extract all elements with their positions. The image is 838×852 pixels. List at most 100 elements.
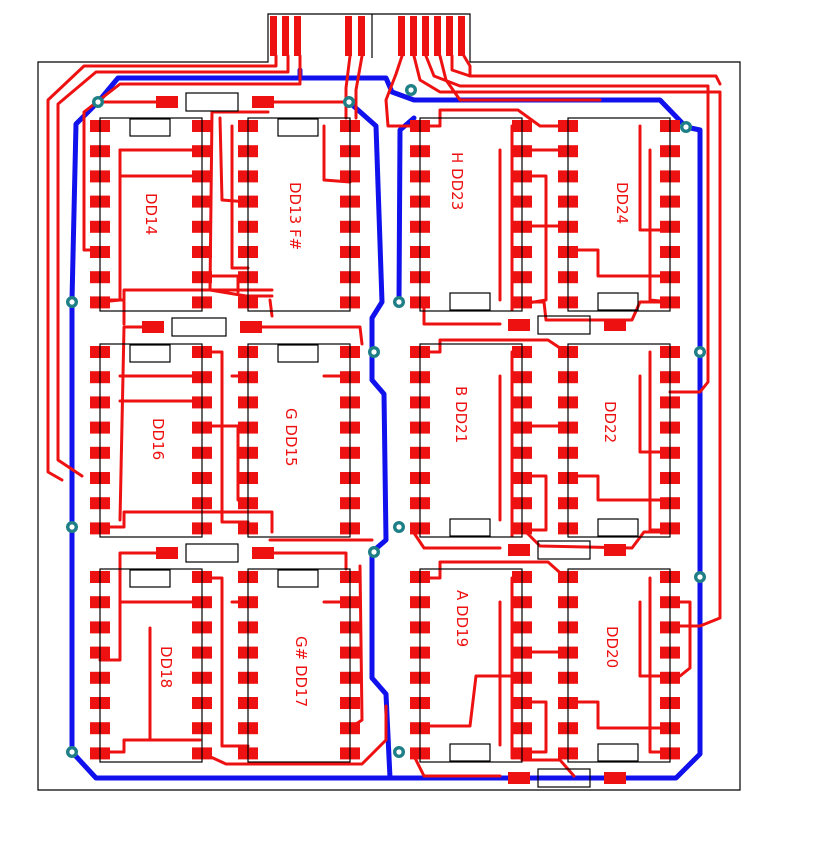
connector-finger (345, 16, 352, 56)
chip-label-dd22: DD22 (601, 401, 619, 443)
via-hole (371, 349, 377, 355)
signal-trace (638, 600, 672, 678)
ic-outline (567, 117, 671, 312)
chip-label-dd16: DD16 (149, 418, 167, 460)
ic-outline (419, 568, 523, 763)
via-hole (396, 299, 402, 305)
ic-notch (449, 518, 491, 537)
connector-finger (282, 16, 289, 56)
signal-trace (418, 338, 570, 354)
ic-notch (597, 292, 639, 311)
chip-label-dd13: DD13 F# (286, 182, 304, 250)
chip-label-dd21: B DD21 (452, 386, 470, 443)
signal-trace (98, 738, 152, 754)
ground-trace (396, 115, 417, 305)
chip-label-dd15: G DD15 (282, 408, 300, 467)
ground-trace (95, 75, 689, 130)
signal-trace (268, 298, 274, 318)
ic-outline (99, 343, 203, 538)
signal-trace (46, 54, 278, 482)
vias (66, 84, 706, 758)
ic-notch (277, 569, 319, 588)
signal-trace (418, 560, 570, 580)
resistor-pad (252, 547, 274, 559)
signal-trace (354, 54, 364, 120)
ic-outline (247, 343, 351, 538)
signal-trace (118, 325, 144, 522)
ic-outline (567, 568, 671, 763)
connector-finger (422, 16, 429, 56)
via-hole (683, 124, 689, 130)
ic-notch (129, 118, 171, 137)
connector-finger (398, 16, 405, 56)
chip-label-dd24: DD24 (613, 182, 631, 224)
signal-trace (410, 528, 502, 550)
signal-trace (566, 474, 672, 502)
via-hole (396, 749, 402, 755)
connector-finger (270, 16, 277, 56)
ic-notch (597, 518, 639, 537)
ic-outline (567, 343, 671, 538)
signal-trace (344, 54, 352, 120)
signal-trace (566, 700, 672, 730)
ground-traces (69, 67, 703, 781)
ic-notch (597, 743, 639, 762)
signal-trace (520, 174, 548, 306)
signal-trace (520, 758, 576, 778)
signal-trace (418, 674, 522, 728)
connector-finger (294, 16, 301, 56)
via-hole (697, 349, 703, 355)
signal-trace (424, 54, 710, 394)
resistor-pad (156, 547, 178, 559)
ic-notch (277, 344, 319, 363)
ic-outline (99, 117, 203, 312)
via-hole (396, 524, 402, 530)
signal-trace (450, 54, 722, 86)
via-hole (346, 99, 352, 105)
resistor-pad (508, 544, 530, 556)
signal-trace (412, 54, 722, 628)
signal-trace (56, 54, 290, 478)
connector-finger (358, 16, 365, 56)
signal-trace (522, 528, 672, 550)
signal-trace (418, 108, 570, 128)
signal-trace (668, 600, 692, 678)
ic-notch (129, 344, 171, 363)
signal-trace (100, 288, 274, 302)
signal-trace (198, 704, 388, 766)
chip-labels: DD14 DD13 F# H DD23 DD24 DD16 G DD15 B D… (142, 152, 631, 707)
resistor-pad (604, 544, 626, 556)
resistor-pad (604, 319, 626, 331)
board-outline (37, 13, 741, 791)
chip-label-dd23: H DD23 (448, 152, 466, 210)
ic-outline (419, 343, 523, 538)
signal-trace (638, 374, 672, 454)
ground-trace (69, 99, 703, 781)
signal-trace (266, 551, 348, 571)
resistor-outline (537, 768, 591, 788)
ic-notch (449, 292, 491, 311)
ic-notch (449, 743, 491, 762)
signal-trace (230, 124, 250, 270)
resistor-pad (156, 96, 178, 108)
resistor-outline (171, 317, 227, 337)
resistor-pad (604, 772, 626, 784)
connector-finger (458, 16, 465, 56)
signal-trace (520, 474, 548, 532)
resistor-pad (252, 96, 274, 108)
signal-trace (98, 551, 158, 662)
ground-trace (369, 549, 393, 781)
signal-trace (198, 424, 250, 502)
ground-trace (346, 99, 385, 355)
chip-label-dd19: A DD19 (453, 590, 471, 647)
resistor-outline (537, 540, 591, 560)
signal-trace (246, 325, 364, 346)
ic-outline (419, 117, 523, 312)
signal-trace (522, 300, 672, 322)
resistor-pad (240, 321, 262, 333)
via-hole (69, 299, 75, 305)
via-hole (408, 87, 414, 93)
via-hole (69, 749, 75, 755)
chip-label-dd20: DD20 (603, 626, 621, 668)
